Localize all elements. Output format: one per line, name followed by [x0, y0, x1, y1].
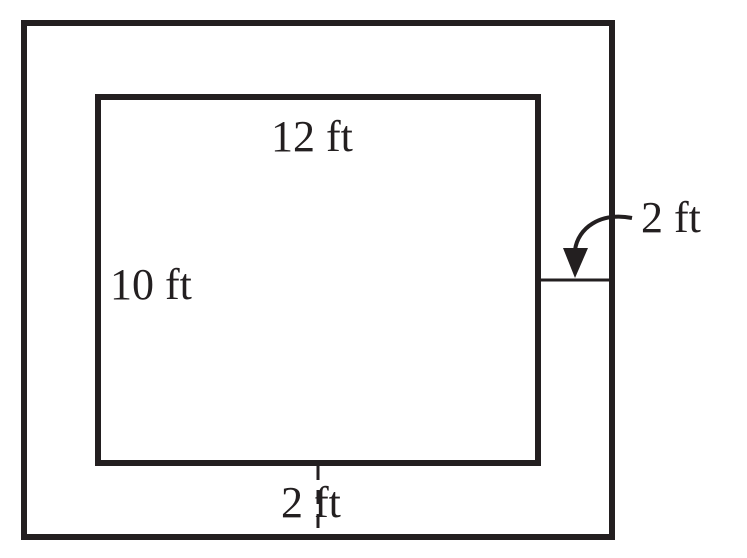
label-right-border: 2 ft: [641, 193, 701, 242]
curved-arrow-icon: [573, 214, 633, 251]
arrowhead-icon: [563, 248, 588, 278]
label-inner-left: 10 ft: [110, 260, 192, 309]
label-inner-top: 12 ft: [271, 112, 353, 161]
label-bottom-border: 2 ft: [281, 478, 341, 527]
